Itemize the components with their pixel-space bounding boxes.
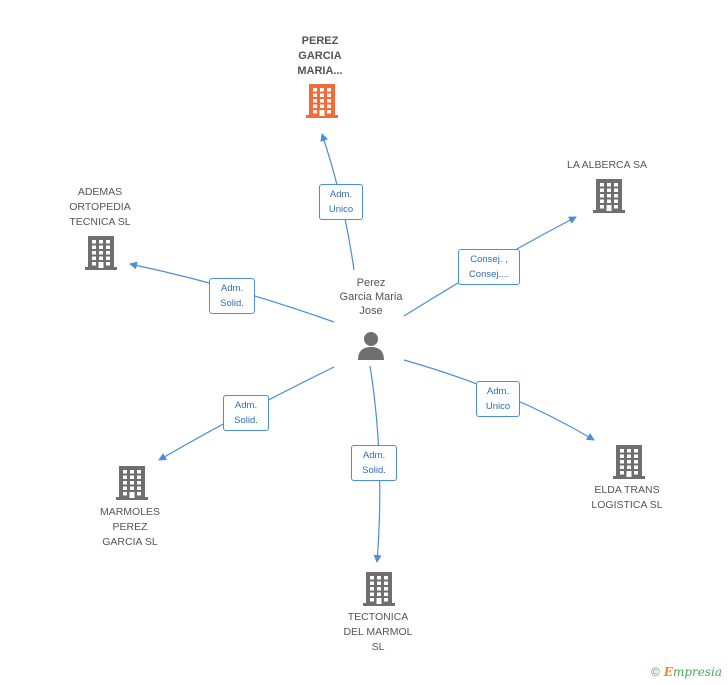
person-icon[interactable] [356,330,386,360]
building-icon-ademas-ortopedia[interactable] [85,234,117,270]
building-icon-tectonica-marmol[interactable] [363,570,395,606]
company-label-marmoles-perez[interactable]: MARMOLES PEREZ GARCIA SL [99,506,161,548]
role-badge-ademas-ortopedia[interactable]: Adm. Solid. [209,278,255,314]
building-icon-la-alberca[interactable] [593,177,625,213]
company-label-tectonica-marmol[interactable]: TECTONICA DEL MARMOL SL [343,611,413,653]
role-badge-marmoles-perez[interactable]: Adm. Solid. [223,395,269,431]
role-badge-la-alberca[interactable]: Consej. , Consej.... [458,249,520,285]
copyright-symbol: © [650,665,660,679]
footer-branding: ©Empresia [651,665,722,679]
company-label-perez-garcia-maria[interactable]: PEREZ GARCIA MARIA... [297,35,343,77]
role-badge-elda-trans[interactable]: Adm. Unico [476,381,520,417]
company-label-elda-trans[interactable]: ELDA TRANS LOGISTICA SL [591,484,663,511]
company-label-la-alberca[interactable]: LA ALBERCA SA [567,159,647,171]
building-icon-marmoles-perez[interactable] [116,464,148,500]
company-label-ademas-ortopedia[interactable]: ADEMAS ORTOPEDIA TECNICA SL [69,186,131,228]
center-person-label: Perez Garcia Maria Jose [339,277,403,317]
role-badge-tectonica-marmol[interactable]: Adm. Solid. [351,445,397,481]
role-badge-perez-garcia-maria[interactable]: Adm. Unico [319,184,363,220]
building-icon-elda-trans[interactable] [613,443,645,479]
empresia-logo: Empresia [663,665,722,679]
building-icon-perez-garcia-maria[interactable] [306,82,338,118]
